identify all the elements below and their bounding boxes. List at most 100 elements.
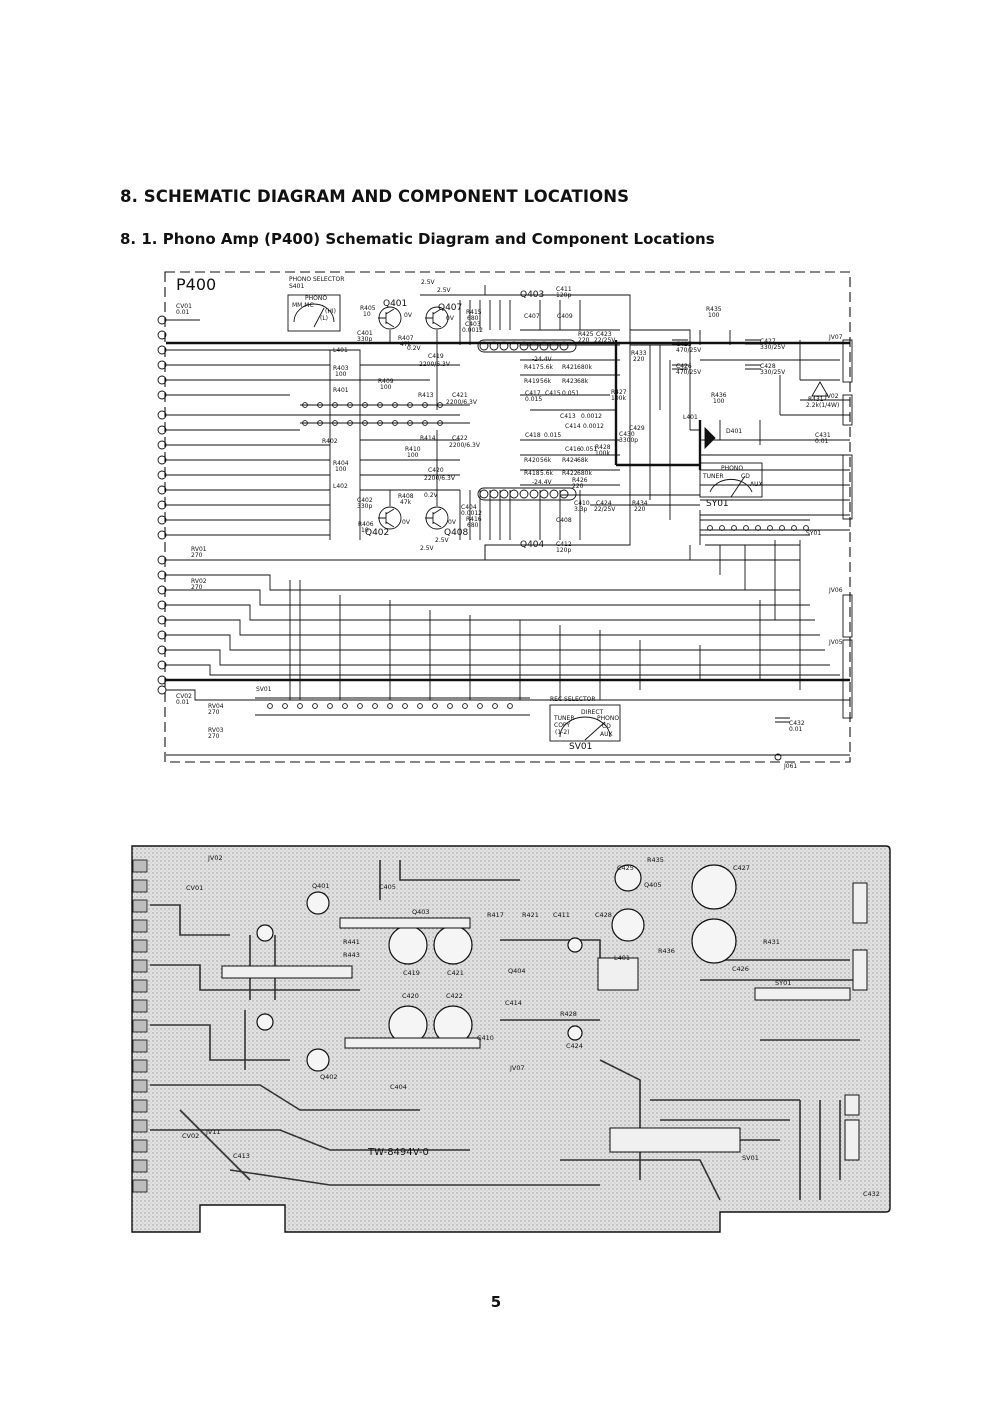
c429-label: C429 — [629, 425, 645, 432]
pcb-capacitors — [256, 864, 737, 1072]
pcb-edge-fingers — [132, 859, 148, 1193]
r406-label: R406 — [358, 521, 374, 528]
cv01-value: 0.01 — [176, 309, 190, 316]
pcb-label-sy01: SY01 — [775, 979, 791, 987]
tuner-dial-label: TUNER — [702, 473, 724, 480]
rec-cd-label: CD — [602, 723, 611, 730]
c418-label: C418 — [525, 432, 541, 439]
rv03-label: RV03 — [208, 727, 224, 734]
c425-value: 470/25V — [676, 347, 702, 354]
l401-label: L401 — [333, 347, 348, 354]
c415-label: C415 — [545, 390, 561, 397]
q403-label: Q403 — [520, 290, 544, 300]
r424-value: 68k — [577, 457, 589, 464]
c416-label: C416 — [565, 446, 581, 453]
c428-label: C428 — [760, 363, 776, 370]
section-title: 8. SCHEMATIC DIAGRAM AND COMPONENT LOCAT… — [120, 187, 630, 206]
c412-label: C412 — [556, 541, 572, 548]
right-connectors — [842, 339, 853, 719]
ic-pin-rows — [477, 339, 577, 501]
r428-value: 100k — [595, 450, 610, 457]
rec-aux-label: AUX — [600, 731, 613, 738]
pcb-label-r436: R436 — [658, 947, 675, 955]
rv02-value: 270 — [191, 584, 203, 591]
sv01-label: SV01 — [256, 686, 272, 693]
r426-label: R426 — [572, 477, 588, 484]
phono-label: PHONO — [305, 295, 327, 302]
c411-label: C411 — [556, 286, 572, 293]
r435-label: R435 — [706, 306, 722, 313]
c417-label: C417 — [525, 390, 541, 397]
q402-label: Q402 — [365, 528, 389, 538]
c404-value: 0.0012 — [461, 510, 482, 517]
r416-label: R416 — [466, 516, 482, 523]
c424-value: 22/25V — [594, 506, 616, 513]
r405-value: 10 — [363, 311, 371, 318]
r428-label: R428 — [595, 444, 611, 451]
r425-label: R425 — [578, 331, 594, 338]
r414-label: R414 — [420, 435, 436, 442]
direct-label: DIRECT — [581, 709, 604, 716]
pcb-label-c405: C405 — [379, 883, 396, 891]
voltage-25-bot: 2.5V — [435, 537, 450, 544]
c431-label: C431 — [815, 432, 831, 439]
hi-label: (HI) — [325, 308, 336, 315]
c428-value: 330/25V — [760, 369, 786, 376]
r405-label: R405 — [360, 305, 376, 312]
q408-label: Q408 — [444, 528, 469, 538]
pcb-connectors — [844, 882, 868, 1161]
sy01-dial-box — [699, 462, 763, 498]
c419-value: 2200/6.3V — [419, 361, 451, 368]
phono-selector-label: PHONO SELECTOR — [289, 276, 344, 283]
r433-value: 220 — [633, 356, 645, 363]
c427-value: 330/25V — [760, 344, 786, 351]
c414-value: 0.0012 — [583, 423, 604, 430]
pcb-label-c404: C404 — [390, 1083, 407, 1091]
r421-value: 680k — [577, 364, 592, 371]
pcb-label-jv12: C413 — [233, 1152, 250, 1160]
r433-label: R433 — [631, 350, 647, 357]
voltage-neg-upper: -24.4V — [532, 356, 553, 363]
voltage-0-lower-b: 0V — [448, 519, 457, 526]
cd-dial-label: CD — [741, 473, 750, 480]
pcb-label-r431: R431 — [763, 938, 780, 946]
rv01-label: RV01 — [191, 546, 207, 553]
r419-label: R419 — [524, 378, 540, 385]
r423-value: 68k — [577, 378, 589, 385]
r409-value: 100 — [380, 384, 392, 391]
r415-value: 680 — [467, 315, 479, 322]
one-two-label: (1-2) — [555, 729, 569, 736]
voltage-lower: 0.2V — [424, 492, 439, 499]
pcb-label-q405: Q405 — [644, 881, 662, 889]
pcb-layout: C413 TW-8494V-0 JV02 CV01 Q401 C405 Q403… — [131, 845, 891, 1233]
r417-label: R417 — [524, 364, 540, 371]
capacitors — [672, 339, 790, 723]
c407-label: C407 — [524, 313, 540, 320]
r413-label: R413 — [418, 392, 434, 399]
pcb-label-c421: C421 — [447, 969, 464, 977]
c421-label: C421 — [452, 392, 468, 399]
rv01-value: 270 — [191, 552, 203, 559]
rec-phono-label: PHONO — [597, 715, 619, 722]
cv01-label: CV01 — [176, 303, 192, 310]
voltage-25-top-b: 2.5V — [437, 287, 452, 294]
r421-label: R421 — [562, 364, 578, 371]
pcb-label-c424: C424 — [566, 1042, 583, 1050]
c416-value: 0.051 — [580, 446, 597, 453]
sy01-label-b: SY01 — [806, 530, 821, 537]
r417-value: 5.6k — [540, 364, 554, 371]
r436-label: R436 — [711, 392, 727, 399]
c409-label: C409 — [557, 313, 573, 320]
rec-selector-box — [549, 704, 621, 742]
pcb-label-l401: L401 — [614, 954, 630, 962]
c432-label: C432 — [789, 720, 805, 727]
phono-dial-label: PHONO — [721, 465, 743, 472]
c401-label: C401 — [357, 330, 373, 337]
r403-label: R403 — [333, 365, 349, 372]
r403-value: 100 — [335, 371, 347, 378]
c417-value: 0.015 — [525, 396, 542, 403]
jv02-label: JV02 — [824, 393, 839, 400]
voltage-25-top: 2.5V — [421, 279, 436, 286]
c418-value: 0.015 — [544, 432, 561, 439]
